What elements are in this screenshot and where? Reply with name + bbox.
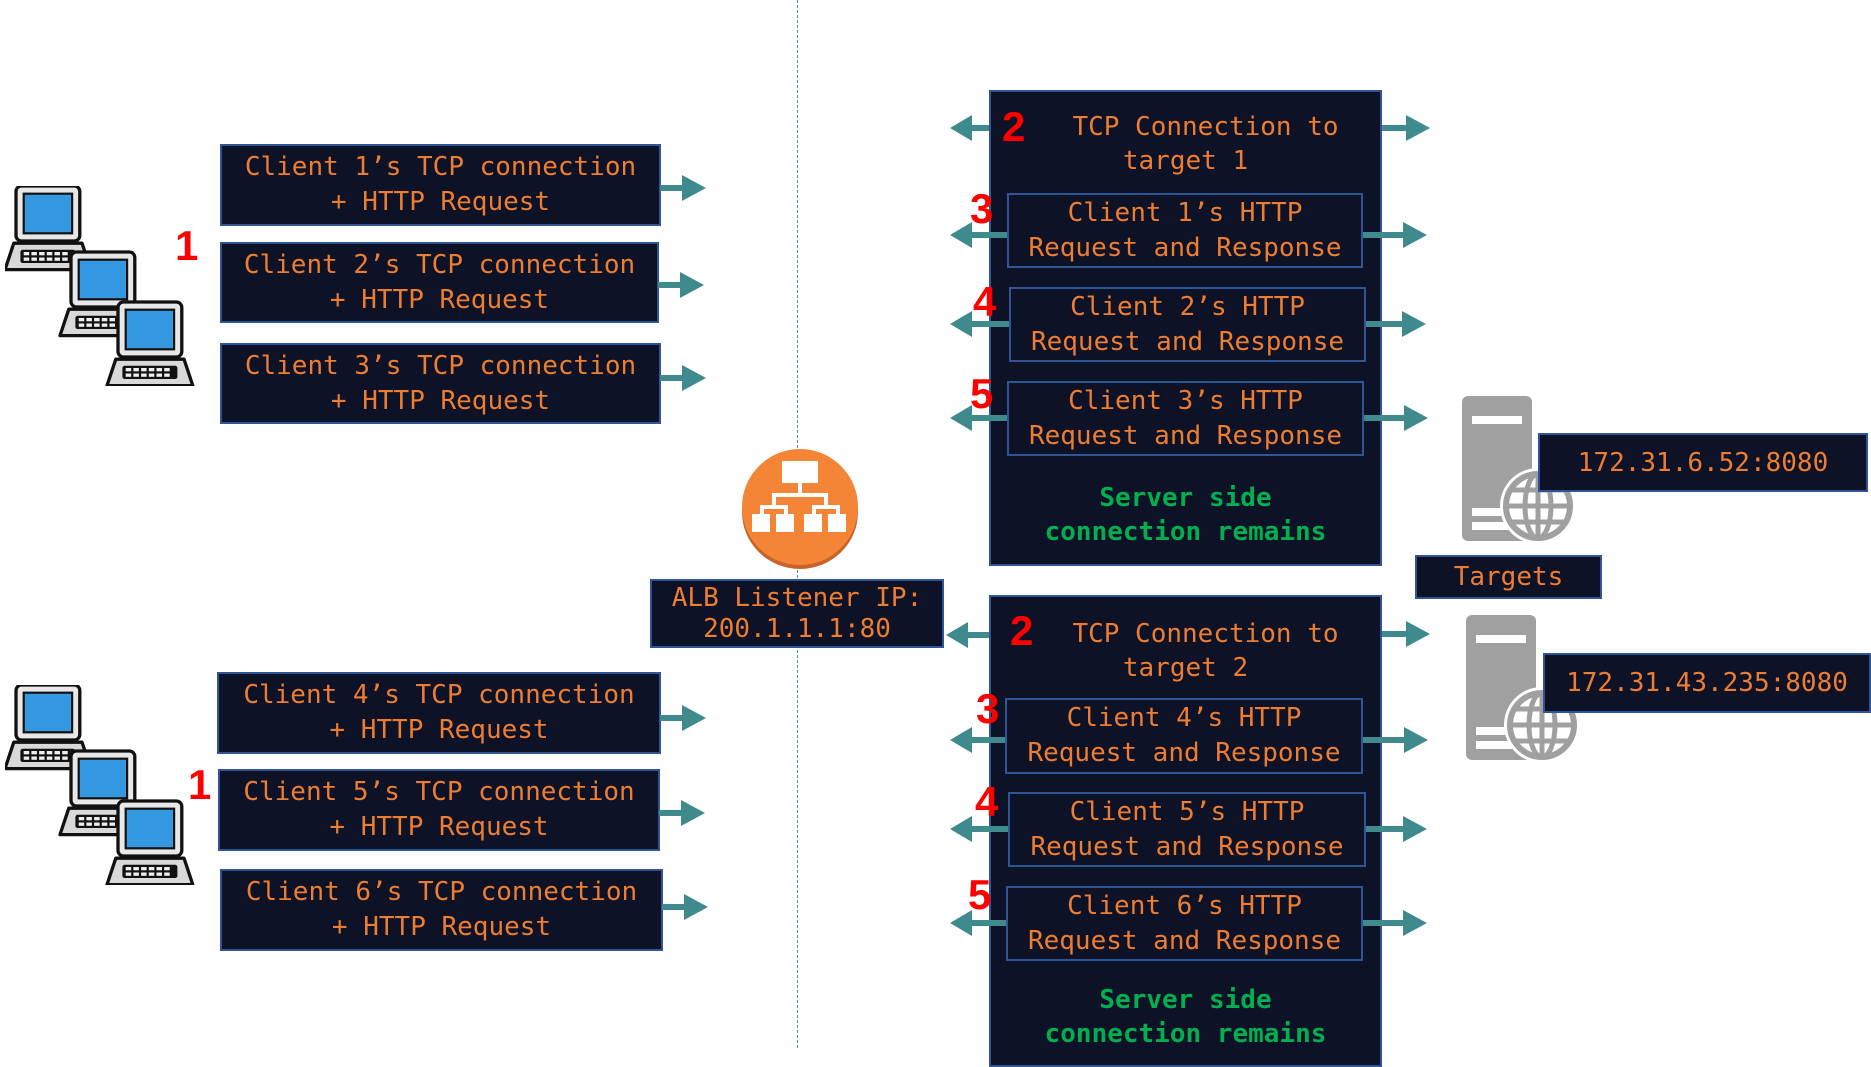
arrow-right-icon [660, 365, 706, 391]
client-box-line2: + HTTP Request [330, 385, 551, 416]
client-box-line1: Client 2’s TCP connection [243, 249, 636, 280]
http-request-response-box: Client 6’s HTTP Request and Response [1006, 886, 1363, 961]
arrow-left-icon [950, 115, 989, 141]
arrow-right-icon [1366, 311, 1426, 337]
http-box-line1: Client 4’s HTTP [1066, 703, 1302, 733]
http-request-response-box: Client 4’s HTTP Request and Response [1005, 698, 1363, 774]
note-line2: connection remains [1044, 1019, 1327, 1049]
http-request-response-box: Client 2’s HTTP Request and Response [1009, 287, 1366, 362]
client-connection-box-4: Client 4’s TCP connection + HTTP Request [217, 672, 661, 754]
client-box-line2: + HTTP Request [331, 912, 552, 942]
client-box-line2: + HTTP Request [329, 812, 549, 842]
laptop-icon [105, 300, 195, 386]
tcp-header-line2: target 1 [1122, 146, 1249, 176]
server-side-note: Server side connection remains [991, 481, 1380, 549]
targets-label: Targets [1415, 555, 1602, 599]
http-box-line1: Client 5’s HTTP [1069, 796, 1305, 827]
step-2-label: 2 [1002, 103, 1026, 150]
client-box-line1: Client 5’s TCP connection [243, 777, 635, 807]
client-connection-box-5: Client 5’s TCP connection + HTTP Request [218, 769, 660, 851]
alb-load-balancer-icon [740, 448, 860, 570]
client-box-line1: Client 6’s TCP connection [245, 877, 638, 907]
http-box-line1: Client 2’s HTTP [1070, 291, 1305, 322]
arrow-right-icon [1363, 910, 1427, 936]
client-connection-box-3: Client 3’s TCP connection + HTTP Request [220, 343, 661, 424]
http-request-response-box: Client 1’s HTTP Request and Response [1007, 193, 1363, 268]
tcp-connection-header: TCP Connection to target 2 [991, 617, 1380, 685]
client-laptops-group-2 [5, 685, 195, 885]
tcp-header-line1: TCP Connection to [1072, 619, 1339, 649]
note-line2: connection remains [1044, 517, 1327, 547]
arrow-right-icon [1382, 115, 1430, 141]
alb-listener-label: ALB Listener IP: 200.1.1.1:80 [650, 579, 944, 648]
arrow-right-icon [1366, 816, 1427, 842]
http-box-line1: Client 6’s HTTP [1067, 890, 1302, 921]
http-box-line2: Request and Response [1027, 738, 1341, 768]
http-box-line2: Request and Response [1028, 232, 1342, 263]
http-request-response-box: Client 3’s HTTP Request and Response [1007, 381, 1364, 456]
step-4-label: 4 [975, 778, 999, 825]
arrow-left-icon [950, 311, 1009, 337]
client-box-line2: + HTTP Request [330, 187, 551, 217]
target-1-ip-label: 172.31.6.52:8080 [1538, 433, 1868, 492]
arrow-right-icon [1364, 405, 1428, 431]
target-2-ip-label: 172.31.43.235:8080 [1543, 653, 1871, 713]
http-box-line2: Request and Response [1030, 326, 1345, 357]
server-side-note: Server side connection remains [991, 983, 1380, 1051]
step-5-label: 5 [970, 370, 994, 417]
client-box-line2: + HTTP Request [329, 715, 549, 745]
alb-label-line1: ALB Listener IP: [671, 582, 923, 613]
http-box-line2: Request and Response [1028, 420, 1343, 451]
client-box-line2: + HTTP Request [329, 284, 550, 315]
arrow-right-icon [658, 272, 704, 298]
client-laptops-group-1 [5, 186, 195, 386]
arrow-right-icon [1363, 222, 1427, 248]
http-box-line2: Request and Response [1030, 831, 1344, 862]
arrow-right-icon [660, 705, 706, 731]
alb-label-line2: 200.1.1.1:80 [703, 613, 891, 644]
step-4-label: 4 [973, 278, 997, 325]
step-2-label: 2 [1010, 607, 1034, 654]
step-3-label: 3 [976, 685, 1000, 732]
note-line1: Server side [1099, 985, 1272, 1015]
arrow-left-icon [950, 816, 1008, 842]
http-box-line2: Request and Response [1027, 925, 1342, 956]
http-request-response-box: Client 5’s HTTP Request and Response [1008, 792, 1366, 867]
step-1-label: 1 [175, 222, 199, 269]
tcp-header-line1: TCP Connection to [1072, 112, 1339, 142]
tcp-connection-header: TCP Connection to target 1 [991, 110, 1380, 178]
arrow-left-icon [950, 910, 1006, 936]
arrow-right-icon [662, 894, 708, 920]
client-connection-box-1: Client 1’s TCP connection + HTTP Request [220, 144, 661, 226]
note-line1: Server side [1099, 483, 1272, 513]
step-1-label: 1 [188, 761, 212, 808]
arrow-left-icon [950, 222, 1007, 248]
arrow-left-icon [950, 727, 1005, 753]
arrow-right-icon [660, 175, 706, 201]
client-connection-box-6: Client 6’s TCP connection + HTTP Request [220, 869, 663, 951]
target-server-icon-1 [1460, 396, 1580, 546]
arrow-right-icon [1363, 727, 1428, 753]
arrow-left-icon [950, 405, 1007, 431]
tcp-header-line2: target 2 [1122, 653, 1249, 683]
http-box-line1: Client 3’s HTTP [1068, 385, 1303, 416]
laptop-icon [105, 799, 195, 885]
client-box-line1: Client 4’s TCP connection [243, 680, 635, 710]
arrow-right-icon [1382, 621, 1430, 647]
client-box-line1: Client 1’s TCP connection [244, 152, 637, 182]
step-3-label: 3 [970, 185, 994, 232]
step-5-label: 5 [968, 871, 992, 918]
arrow-right-icon [659, 800, 705, 826]
client-connection-box-2: Client 2’s TCP connection + HTTP Request [220, 242, 659, 323]
http-box-line1: Client 1’s HTTP [1067, 197, 1303, 228]
client-box-line1: Client 3’s TCP connection [244, 350, 637, 381]
arrow-left-icon [946, 622, 990, 648]
